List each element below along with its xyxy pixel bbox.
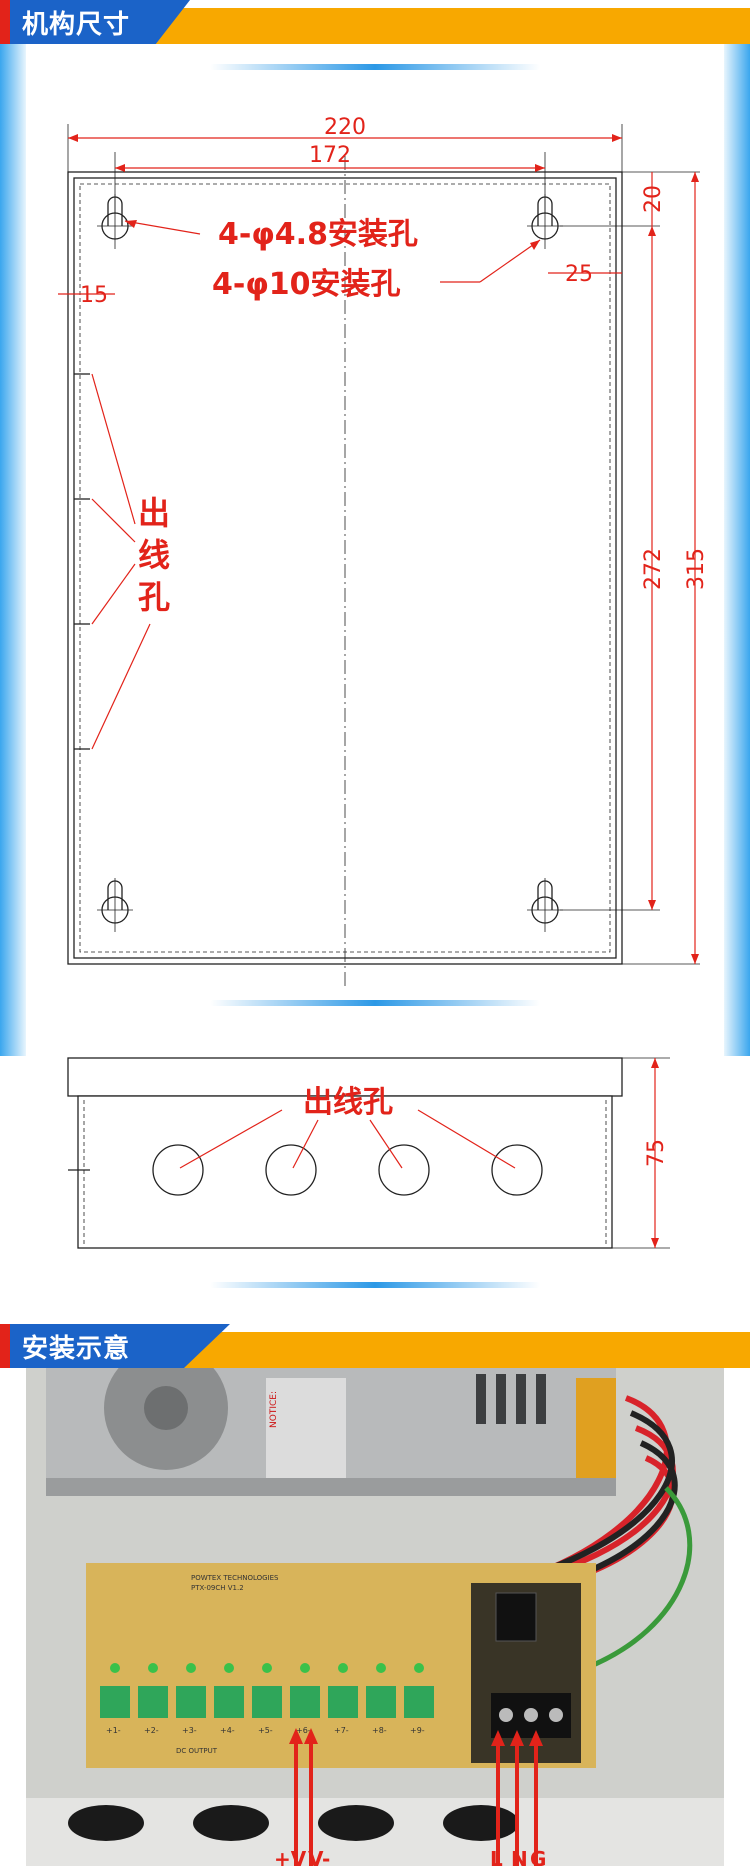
label-outlet-3: 孔 — [138, 578, 170, 616]
power-switch — [495, 1592, 537, 1642]
dim-width-outer: 220 — [324, 115, 366, 140]
psu-terminal-block — [576, 1378, 616, 1478]
dim-height-outer: 315 — [684, 548, 709, 590]
section-header-dimensions: 机构尺寸 — [0, 0, 750, 44]
outlet-hole-1 — [152, 1144, 204, 1196]
dim-depth: 75 — [644, 1139, 669, 1167]
right-blue-edge — [724, 44, 750, 1056]
side-view-lid — [67, 1057, 623, 1097]
label-hole-small: 4-φ4.8安装孔 — [218, 217, 418, 252]
outlet-hole-4 — [491, 1144, 543, 1196]
header-blue-tab — [0, 0, 190, 44]
dim-top-offset: 20 — [641, 185, 666, 213]
label-minus-v: V- — [308, 1847, 330, 1866]
outlet-hole-2 — [265, 1144, 317, 1196]
dim-right-offset: 25 — [565, 262, 593, 287]
header-blue-tab — [0, 1324, 230, 1368]
label-n: N — [511, 1847, 528, 1866]
left-blue-edge — [0, 44, 26, 1056]
label-outlet-2: 线 — [138, 536, 170, 574]
board-dc-output: DC OUTPUT — [176, 1747, 218, 1755]
board-brand: POWTEX TECHNOLOGIES — [191, 1574, 279, 1582]
output-label-3: +3- — [182, 1726, 197, 1735]
output-label-2: +2- — [144, 1726, 159, 1735]
section-header-installation: 安装示意 — [0, 1324, 750, 1368]
board-model: PTX-09CH V1.2 — [191, 1584, 244, 1592]
side-view-drawing: 出线孔 75 — [67, 1057, 670, 1249]
output-label-6: +6- — [296, 1726, 311, 1735]
output-label-8: +8- — [372, 1726, 387, 1735]
outlet-hole-3 — [378, 1144, 430, 1196]
output-label-4: +4- — [220, 1726, 235, 1735]
glow-divider — [210, 1000, 540, 1006]
installation-illustration: NOTICE: POWTEX TECHNOLOGIES PTX-09CH V1.… — [26, 1368, 724, 1866]
keyhole-bottom-right — [527, 878, 563, 932]
output-label-5: +5- — [258, 1726, 273, 1735]
header-red-marker — [0, 0, 10, 44]
psu-label — [266, 1378, 346, 1478]
section-title-dimensions: 机构尺寸 — [22, 10, 131, 40]
glow-divider — [210, 1282, 540, 1288]
dim-left-offset: 15 — [80, 283, 108, 308]
psu-notice-text: NOTICE: — [269, 1391, 279, 1428]
keyhole-bottom-left — [97, 878, 133, 932]
section-title-installation: 安装示意 — [22, 1334, 131, 1364]
output-label-9: +9- — [410, 1726, 425, 1735]
dim-width-holes: 172 — [309, 143, 351, 168]
side-view-body — [77, 1095, 613, 1249]
drawing-panel: 220 172 15 25 20 272 315 4-φ4.8安装孔 4-φ10… — [0, 44, 750, 1056]
front-view-outer — [67, 171, 623, 965]
label-l: L — [490, 1847, 503, 1866]
technical-drawing: 220 172 15 25 20 272 315 4-φ4.8安装孔 4-φ10… — [58, 115, 709, 989]
label-plus-v: +V — [274, 1847, 307, 1866]
label-g: G — [530, 1847, 546, 1866]
label-hole-large: 4-φ10安装孔 — [212, 267, 401, 302]
dim-height-holes: 272 — [641, 548, 666, 590]
output-label-1: +1- — [106, 1726, 121, 1735]
output-label-7: +7- — [334, 1726, 349, 1735]
installation-photo: NOTICE: POWTEX TECHNOLOGIES PTX-09CH V1.… — [26, 1368, 724, 1866]
label-outlet-1: 出 — [138, 494, 170, 532]
glow-divider — [210, 64, 540, 70]
label-outlet-side: 出线孔 — [303, 1085, 393, 1120]
output-terminals: +1- +2- +3- +4- +5- +6- +7- +8- +9- — [100, 1663, 434, 1735]
header-red-marker — [0, 1324, 10, 1368]
